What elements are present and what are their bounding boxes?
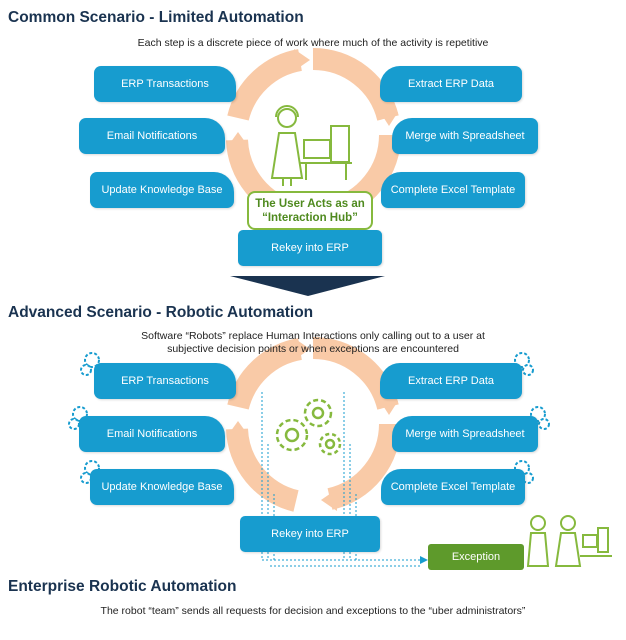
s1-step-rekey-into-erp: Rekey into ERP (238, 230, 382, 266)
section2-subtitle-line-2: subjective decision points or when excep… (167, 343, 459, 355)
s1-step-complete-excel-template: Complete Excel Template (381, 172, 525, 208)
s2-step-erp-transactions: ERP Transactions (94, 363, 236, 399)
ring-2-arrowheads (228, 338, 398, 511)
connector-arrowhead (420, 556, 428, 564)
computer-icon (300, 125, 352, 180)
interaction-hub-callout: The User Acts as an “Interaction Hub” (247, 191, 373, 230)
s1-step-merge-with-spreadsheet: Merge with Spreadsheet (392, 118, 538, 154)
s2-step-extract-erp-data: Extract ERP Data (380, 363, 522, 399)
section1-subtitle: Each step is a discrete piece of work wh… (137, 37, 489, 49)
person-headset-icon (270, 105, 304, 186)
section1-title: Common Scenario - Limited Automation (8, 9, 304, 26)
s1-step-update-knowledge-base: Update Knowledge Base (90, 172, 234, 208)
section2-subtitle-line-1: Software “Robots” replace Human Interact… (141, 330, 485, 342)
exception-box: Exception (428, 544, 524, 570)
s2-step-rekey-into-erp: Rekey into ERP (240, 516, 380, 552)
section2-title: Advanced Scenario - Robotic Automation (8, 304, 314, 321)
section3-subtitle: The robot “team” sends all requests for … (100, 605, 526, 617)
s2-step-complete-excel-template: Complete Excel Template (381, 469, 525, 505)
s1-step-email-notifications: Email Notifications (79, 118, 225, 154)
callout-line-2: “Interaction Hub” (262, 211, 358, 224)
section3-title: Enterprise Robotic Automation (8, 578, 237, 595)
people-icon (526, 515, 612, 567)
s1-step-extract-erp-data: Extract ERP Data (380, 66, 522, 102)
s2-step-email-notifications: Email Notifications (79, 416, 225, 452)
callout-line-1: The User Acts as an (255, 197, 365, 210)
down-arrow-icon (230, 276, 385, 296)
cycle-ring-1 (226, 47, 401, 223)
s2-step-merge-with-spreadsheet: Merge with Spreadsheet (392, 416, 538, 452)
s2-step-update-knowledge-base: Update Knowledge Base (90, 469, 234, 505)
s1-step-erp-transactions: ERP Transactions (94, 66, 236, 102)
gears-icon (275, 398, 342, 456)
